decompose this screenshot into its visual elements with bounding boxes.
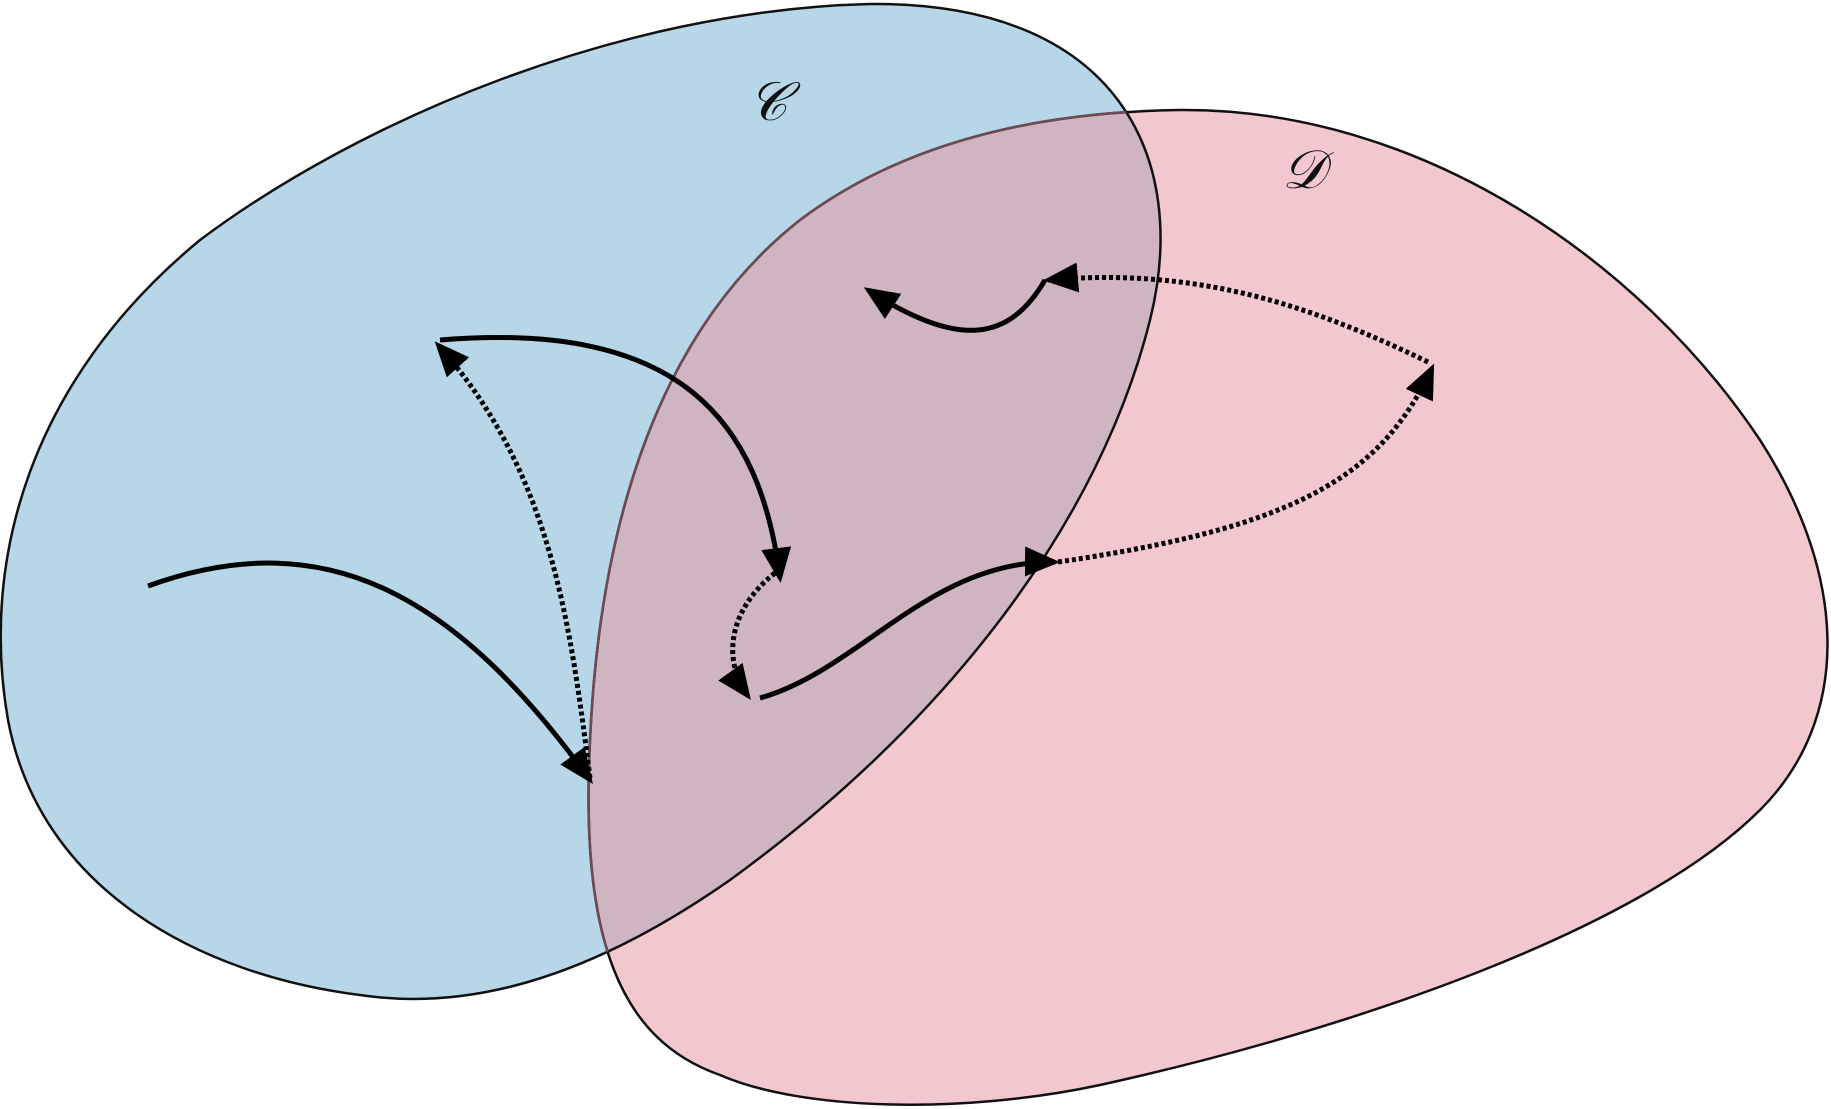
dotted-arrow-up-left (434, 341, 593, 779)
solid-arrow-top-hook (863, 278, 1048, 333)
set-c-outline (0, 2, 1162, 1001)
solid-arrow-top-left-to-center (439, 334, 792, 583)
solid-arrow-entry (147, 560, 593, 785)
overlap-outline (587, 108, 1161, 999)
dotted-arrow-crossing-to-right (1057, 363, 1435, 565)
solid-arrow-lower-to-crossing (759, 546, 1060, 701)
dotted-arrow-right-to-top (1043, 262, 1430, 365)
